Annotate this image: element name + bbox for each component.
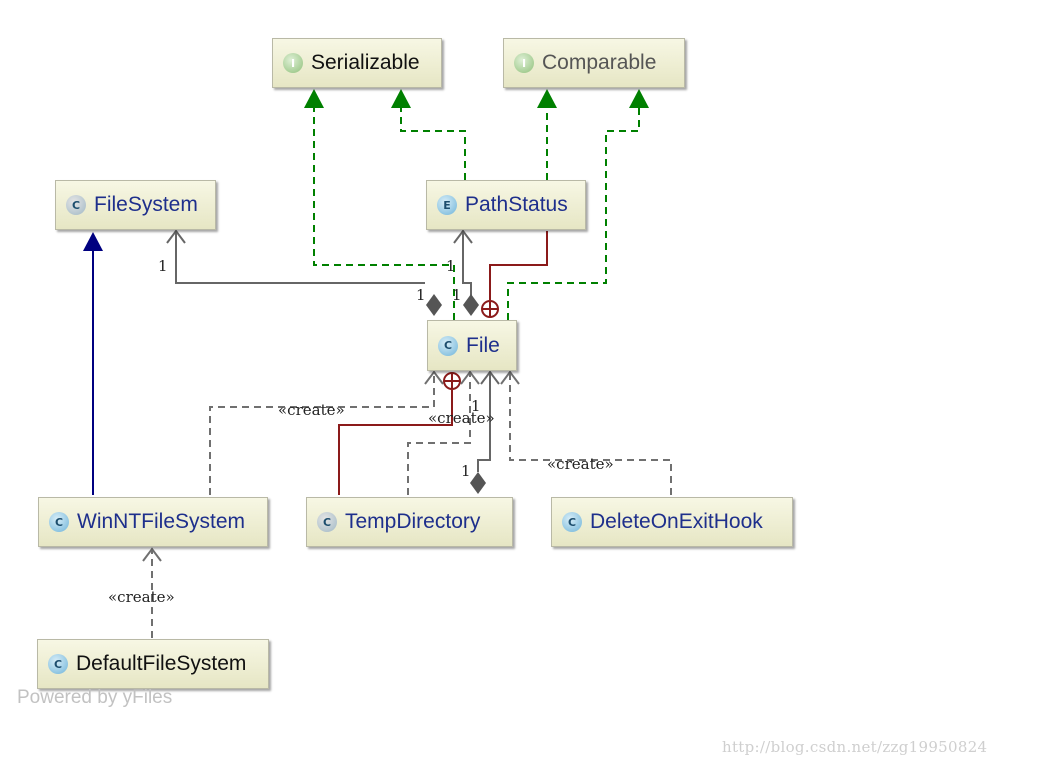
arrowhead-filesystem	[83, 232, 103, 251]
arrowhead-comparable-2	[629, 89, 649, 108]
static-class-icon: C	[317, 512, 337, 532]
multiplicity-filesystem-end: 1	[158, 257, 168, 275]
defaultfilesystem-class-node[interactable]: C DefaultFileSystem	[37, 639, 269, 689]
edge-tempdir-inner-of-file	[338, 390, 453, 495]
node-label: DeleteOnExitHook	[590, 510, 763, 533]
powered-by-yfiles-text: Powered by yFiles	[17, 687, 173, 708]
create-label-winnt: «create»	[278, 401, 345, 419]
multiplicity-file-filesystem-end: 1	[416, 286, 426, 304]
arrow-open-file-from-hook	[480, 370, 500, 385]
edge-hook-create-file	[509, 372, 672, 495]
inner-class-edges	[338, 231, 548, 495]
implements-edges	[313, 108, 640, 320]
diamond-file-pathstatus	[463, 294, 479, 316]
interface-icon: I	[514, 53, 534, 73]
composition-diamonds	[426, 294, 486, 494]
comparable-interface-node[interactable]: I Comparable	[503, 38, 685, 88]
multiplicity-tempdir-end: 1	[461, 462, 471, 480]
edge-deleteonexit-composition-file	[477, 372, 491, 472]
blog-watermark: http://blog.csdn.net/zzg19950824	[722, 738, 988, 756]
arrow-open-pathstatus	[453, 229, 473, 244]
winntfilesystem-class-node[interactable]: C WinNTFileSystem	[38, 497, 268, 547]
arrow-open-filesystem	[166, 229, 186, 244]
edge-file-to-filesystem	[175, 231, 425, 284]
node-label: TempDirectory	[345, 510, 481, 533]
node-label: WinNTFileSystem	[77, 510, 246, 533]
arrowhead-comparable-1	[537, 89, 557, 108]
create-label-hook: «create»	[547, 455, 614, 473]
edge-file-to-pathstatus	[462, 231, 472, 296]
node-label: Serializable	[311, 51, 420, 74]
abstract-class-icon: C	[66, 195, 86, 215]
class-icon: C	[48, 654, 68, 674]
class-icon: C	[49, 512, 69, 532]
edge-tempdir-create-file	[407, 372, 471, 495]
node-label: FileSystem	[94, 193, 198, 216]
serializable-interface-node[interactable]: I Serializable	[272, 38, 442, 88]
create-label-default: «create»	[108, 588, 175, 606]
dependency-arrowheads	[142, 370, 520, 562]
extends-edge	[83, 232, 103, 495]
interface-icon: I	[283, 53, 303, 73]
class-icon: C	[562, 512, 582, 532]
edge-winnt-create-file	[209, 372, 435, 495]
edge-pathstatus-inner-of-file	[489, 231, 548, 300]
edge-pathstatus-implements-serializable	[400, 108, 466, 180]
node-label: File	[466, 333, 500, 357]
dependency-edges	[151, 372, 672, 638]
node-label: DefaultFileSystem	[76, 652, 247, 675]
multiplicity-file-hook-end: 1	[471, 397, 481, 415]
create-label-tempdir: «create»	[428, 409, 495, 427]
multiplicity-pathstatus-end: 1	[446, 257, 456, 275]
deleteonexithook-class-node[interactable]: C DeleteOnExitHook	[551, 497, 793, 547]
arrowhead-serializable-1	[304, 89, 324, 108]
filesystem-class-node[interactable]: C FileSystem	[55, 180, 216, 230]
edge-file-implements-comparable	[507, 108, 640, 320]
class-icon: C	[438, 335, 458, 356]
association-edges	[166, 229, 500, 472]
pathstatus-enum-node[interactable]: E PathStatus	[426, 180, 586, 230]
arrowhead-serializable-2	[391, 89, 411, 108]
tempdirectory-class-node[interactable]: C TempDirectory	[306, 497, 513, 547]
diamond-file-filesystem	[426, 294, 442, 316]
node-label: Comparable	[542, 51, 657, 74]
edge-file-implements-serializable	[313, 108, 455, 320]
enum-icon: E	[437, 195, 457, 215]
diamond-tempdir-file	[470, 472, 486, 494]
node-label: PathStatus	[465, 193, 568, 216]
implements-arrowheads	[304, 89, 649, 108]
multiplicity-file-pathstatus-end: 1	[452, 286, 462, 304]
file-class-node[interactable]: C File	[427, 320, 517, 371]
